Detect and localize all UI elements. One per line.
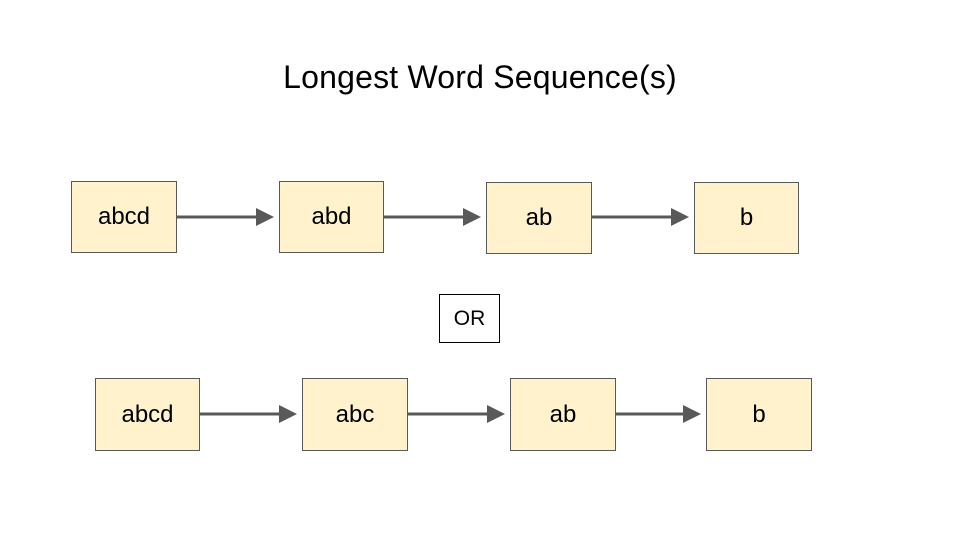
sequence-2-node-1: abcd (95, 378, 200, 451)
node-label: b (739, 204, 754, 231)
sequence-1-node-2: abd (279, 181, 384, 253)
diagram-title: Longest Word Sequence(s) (283, 59, 677, 95)
sequence-1-node-4: b (694, 182, 799, 254)
sequence-2-node-3: ab (510, 378, 616, 451)
sequence-1-node-1: abcd (71, 181, 177, 253)
or-separator: OR (439, 294, 500, 343)
node-label: ab (549, 400, 577, 428)
node-label: abcd (121, 400, 174, 428)
sequence-2-node-4: b (706, 378, 812, 451)
sequence-1-node-3: ab (486, 182, 592, 254)
node-label: abd (311, 203, 352, 230)
node-label: ab (525, 204, 553, 231)
sequence-2-node-2: abc (302, 378, 408, 451)
or-label: OR (453, 306, 486, 330)
node-label: b (752, 400, 766, 428)
node-label: abcd (97, 203, 151, 230)
node-label: abc (335, 400, 375, 428)
